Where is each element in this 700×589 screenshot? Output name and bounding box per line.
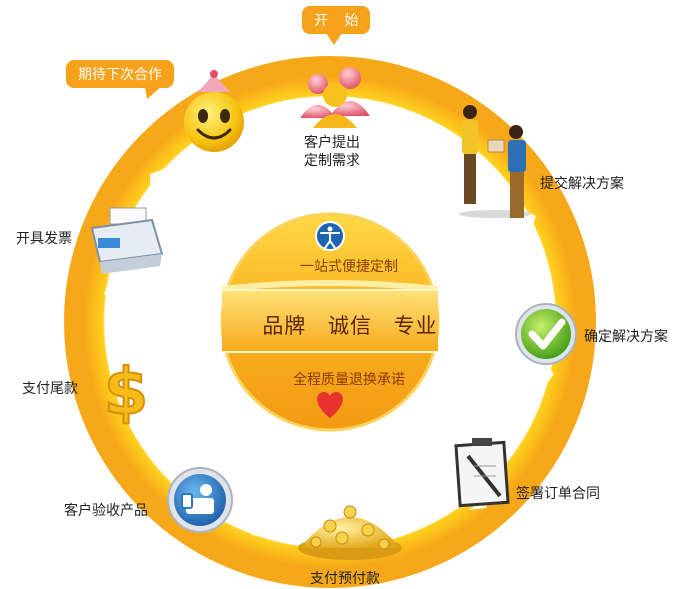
heart-icon	[317, 392, 343, 418]
step-label-acceptance: 客户验收产品	[64, 503, 148, 519]
handshake-icon	[459, 105, 531, 218]
step-label-prepayment: 支付预付款	[310, 571, 380, 587]
step-label-confirm-solution: 确定解决方案	[584, 329, 668, 345]
step-label-final-payment: 支付尾款	[22, 381, 78, 397]
end-bubble: 期待下次合作	[66, 60, 174, 88]
dollar-icon: $	[103, 355, 150, 431]
people-icon	[300, 67, 370, 128]
clipboard-icon	[454, 438, 510, 508]
svg-text:$: $	[104, 356, 149, 430]
printer-icon	[90, 207, 164, 274]
center-badge	[220, 212, 440, 432]
check-icon	[515, 303, 577, 365]
step-label-invoice: 开具发票	[16, 231, 72, 247]
step-label-submit-solution: 提交解决方案	[540, 176, 624, 192]
step-label-sign-contract: 签署订单合同	[516, 486, 600, 502]
coins-icon	[298, 505, 402, 560]
center-slogan-bottom: 全程质量退换承诺	[293, 372, 405, 388]
center-slogan-main: 品牌 诚信 专业	[262, 314, 438, 338]
user-badge-icon	[167, 467, 233, 533]
flow-ring	[64, 56, 596, 588]
smiley-icon	[184, 70, 244, 152]
accessibility-icon	[315, 221, 345, 251]
step-label-request: 客户提出 定制需求	[304, 135, 360, 169]
center-slogan-top: 一站式便捷定制	[300, 259, 398, 275]
start-bubble: 开 始	[302, 6, 371, 45]
